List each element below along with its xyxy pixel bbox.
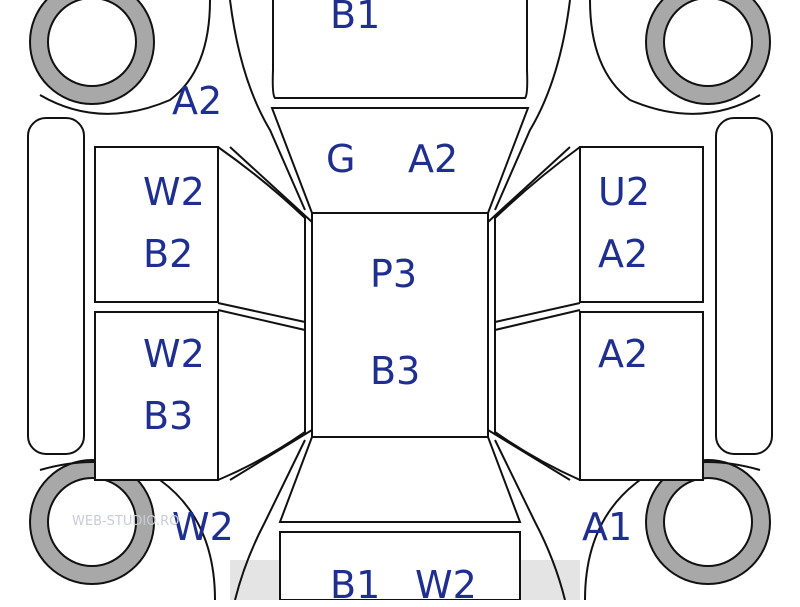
label-roof-b3: B3 xyxy=(370,349,421,393)
trunk-panel xyxy=(279,531,521,600)
body-front-left-arch xyxy=(39,0,211,115)
rear-right-fender xyxy=(494,439,566,600)
label-roof-p3: P3 xyxy=(370,252,418,296)
label-front-right-door-u2: U2 xyxy=(598,170,650,214)
roof-panel xyxy=(311,212,489,438)
label-front-left-corner: A2 xyxy=(172,79,223,123)
rear-right-door xyxy=(579,311,704,481)
label-rear-left-door-w2: W2 xyxy=(143,332,205,376)
label-rear-left-door-b3: B3 xyxy=(143,394,194,438)
right-pillar-lines xyxy=(494,302,581,331)
label-trunk-b1: B1 xyxy=(330,563,381,607)
rear-left-door xyxy=(94,311,219,481)
left-sill xyxy=(27,117,85,455)
front-left-door xyxy=(94,146,219,303)
watermark-text: WEB-STUDIO.RO xyxy=(72,514,180,529)
rear-left-fender xyxy=(234,439,306,600)
label-hood: B1 xyxy=(330,0,381,37)
label-windshield-a2: A2 xyxy=(408,137,459,181)
wheel-front-left xyxy=(29,0,155,105)
right-body-side-inner xyxy=(487,146,571,481)
left-body-side xyxy=(217,146,306,481)
label-rear-right-corner: A1 xyxy=(582,505,633,549)
label-windshield-g: G xyxy=(326,137,356,181)
label-rear-left-corner: W2 xyxy=(172,505,234,549)
body-front-right-arch xyxy=(589,0,761,115)
label-front-right-door-a2: A2 xyxy=(598,232,649,276)
hood-panel xyxy=(271,0,529,99)
wheel-front-right xyxy=(645,0,771,105)
label-front-left-door-b2: B2 xyxy=(143,232,194,276)
label-rear-right-door-a2: A2 xyxy=(598,332,649,376)
wheel-rear-right xyxy=(645,459,771,585)
rear-window-panel xyxy=(278,436,522,523)
right-body-side xyxy=(494,146,581,481)
left-pillar-lines xyxy=(217,302,306,331)
label-front-left-door-w2: W2 xyxy=(143,170,205,214)
label-trunk-w2: W2 xyxy=(415,563,477,607)
wheel-rear-left xyxy=(29,459,155,585)
front-left-fender xyxy=(229,0,306,211)
left-body-side-inner xyxy=(229,146,313,481)
front-right-fender xyxy=(494,0,571,211)
front-right-door xyxy=(579,146,704,303)
right-sill xyxy=(715,117,773,455)
windshield-panel xyxy=(270,107,530,214)
